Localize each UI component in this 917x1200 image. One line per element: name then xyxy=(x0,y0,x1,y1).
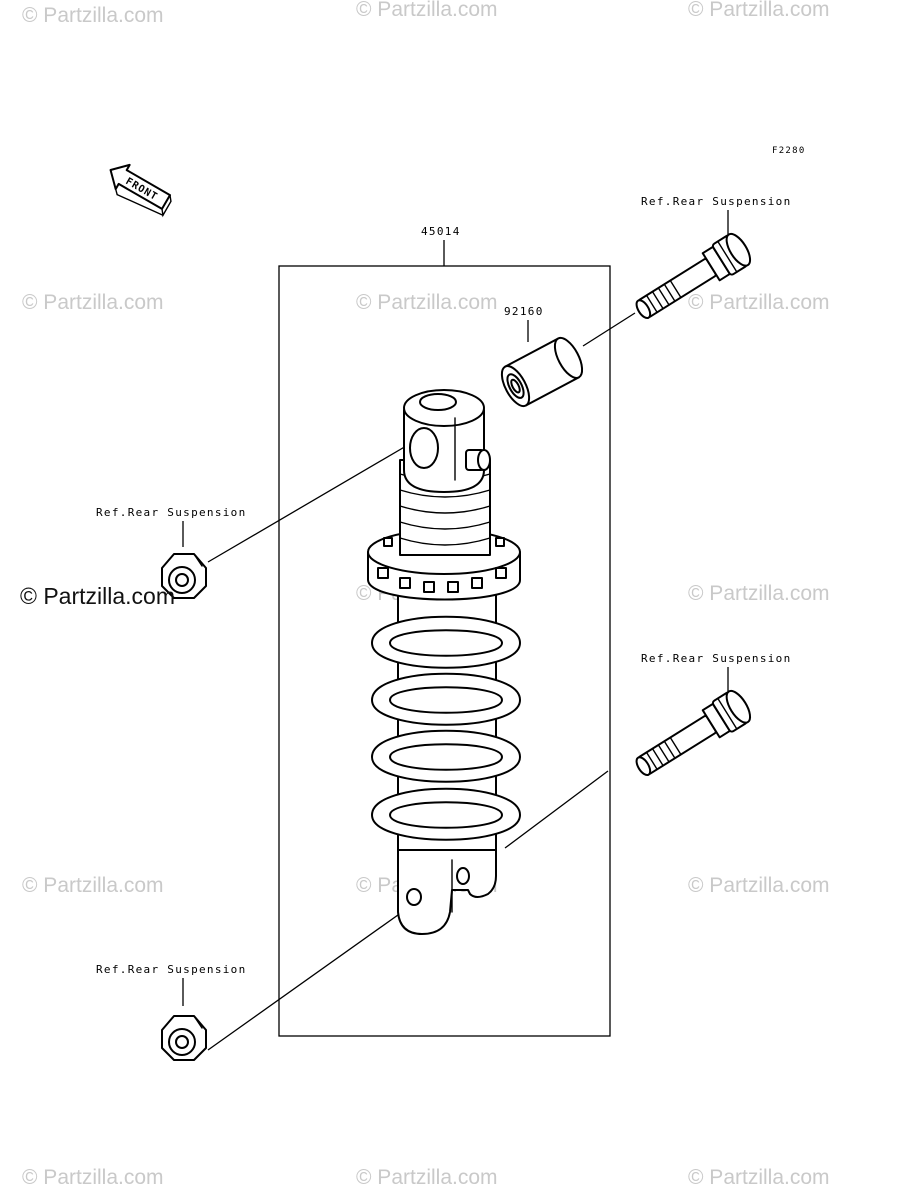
collar-notches xyxy=(377,537,507,593)
watermark: © Partzilla.com xyxy=(688,1166,830,1189)
assembly-bracket xyxy=(278,265,611,1037)
part-number-shock: 45014 xyxy=(421,225,461,238)
part-number-bushing: 92160 xyxy=(504,305,544,318)
assembly-line xyxy=(207,441,414,563)
ref-label-bolt-lower: Ref.Rear Suspension xyxy=(641,652,792,665)
watermark: © Partzilla.com xyxy=(22,291,164,314)
watermark: © Partzilla.com xyxy=(688,874,830,897)
ref-label-bolt-upper: Ref.Rear Suspension xyxy=(641,195,792,208)
watermark: © Partzilla.com xyxy=(356,0,498,21)
ref-label-nut-upper: Ref.Rear Suspension xyxy=(96,506,247,519)
watermark: © Partzilla.com xyxy=(22,1166,164,1189)
nut-upper xyxy=(161,553,207,599)
watermark: © Partzilla.com xyxy=(22,874,164,897)
watermark: © Partzilla.com xyxy=(688,0,830,21)
bolt-lower xyxy=(635,689,752,777)
ref-label-nut-lower: Ref.Rear Suspension xyxy=(96,963,247,976)
front-arrow-icon: FRONT xyxy=(109,163,172,218)
assembly-line xyxy=(207,909,406,1051)
watermark: © Partzilla.com xyxy=(688,582,830,605)
assembly-line xyxy=(582,312,636,347)
shock-absorber xyxy=(367,389,521,935)
bolt-upper xyxy=(635,232,752,320)
bushing xyxy=(500,336,584,408)
watermark: © Partzilla.com xyxy=(356,291,498,314)
watermark: © Partzilla.com xyxy=(688,291,830,314)
figure-code: F2280 xyxy=(772,146,806,156)
watermark: © Partzilla.com xyxy=(22,4,164,27)
nut-lower xyxy=(161,1015,207,1061)
watermark: © Partzilla.com xyxy=(356,1166,498,1189)
watermark-strong: © Partzilla.com xyxy=(20,583,175,609)
assembly-line xyxy=(504,770,609,849)
